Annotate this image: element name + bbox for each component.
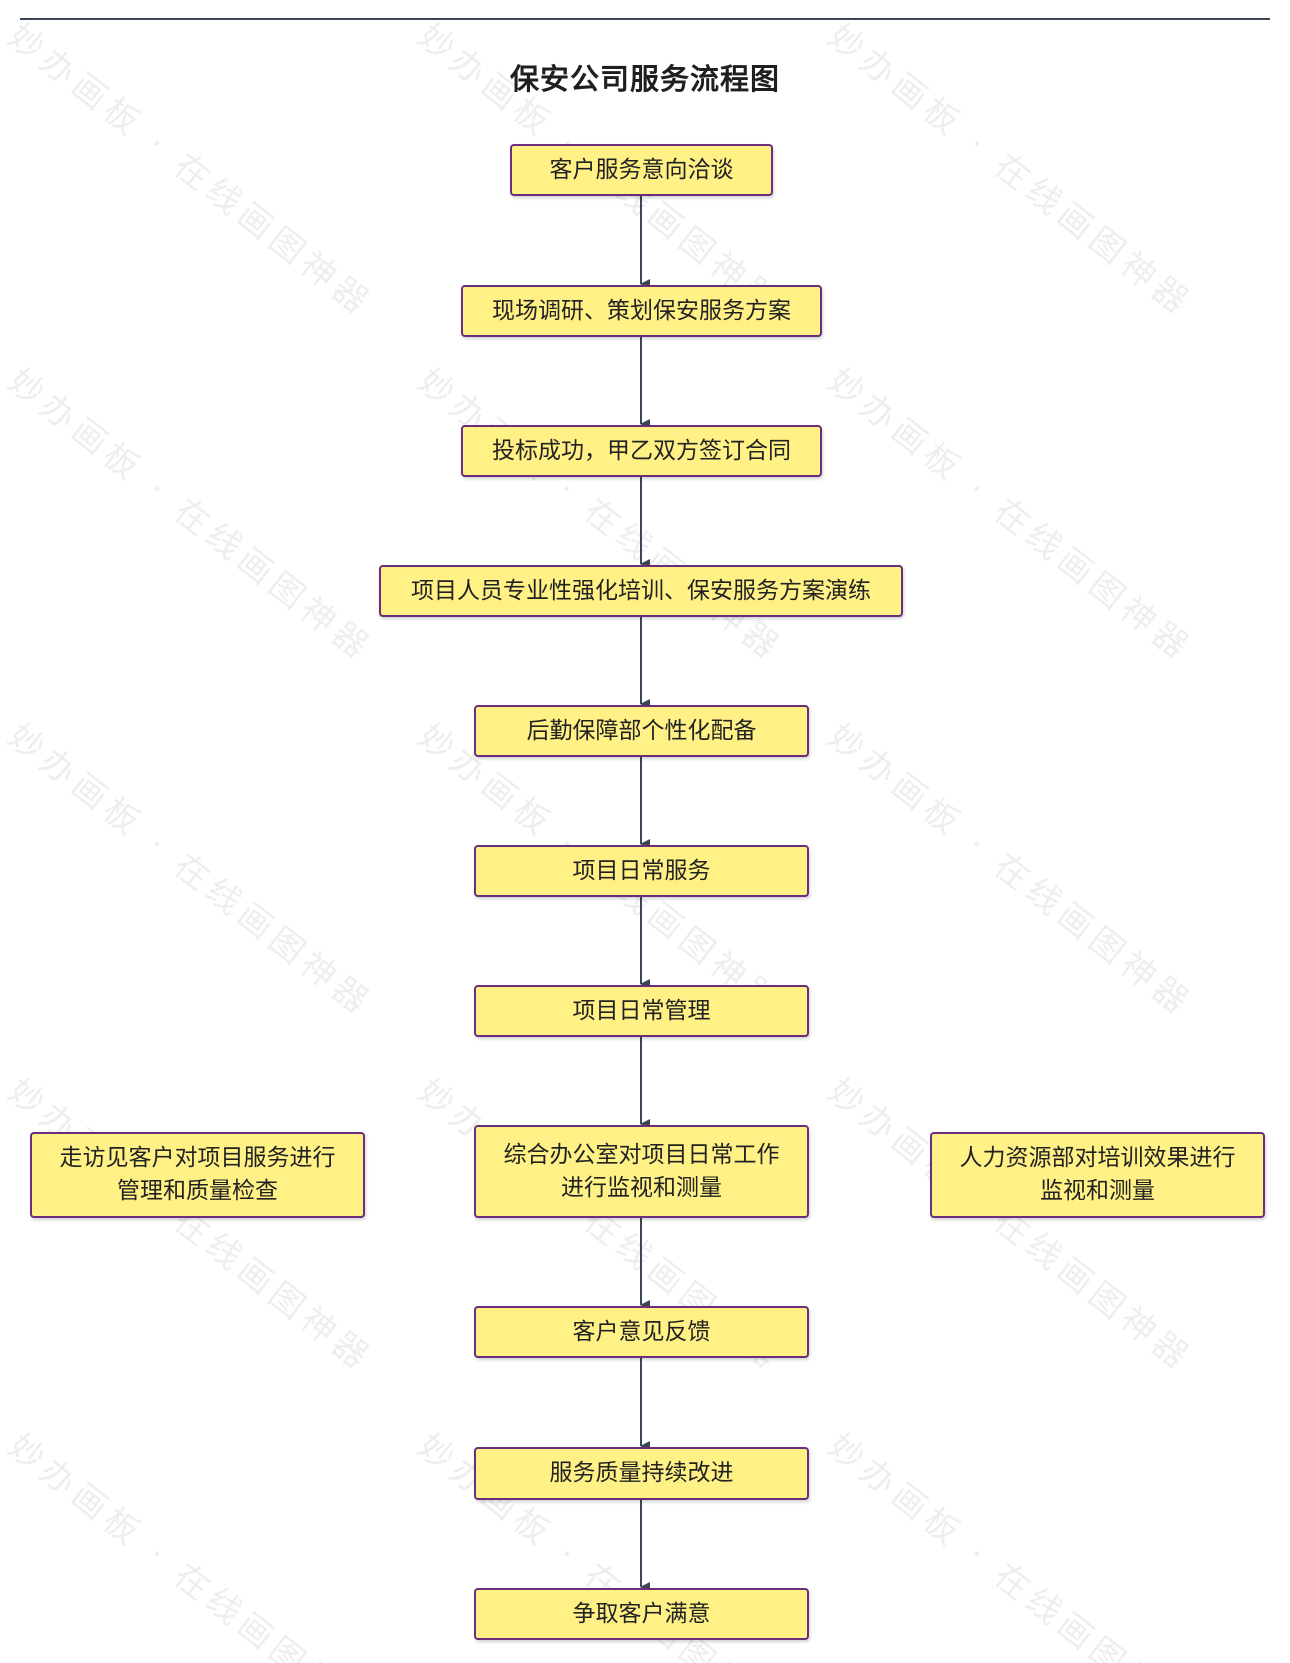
node-label: 现场调研、策划保安服务方案 bbox=[492, 297, 791, 324]
diagram-title: 保安公司服务流程图 bbox=[509, 62, 780, 96]
node-label: 服务质量持续改进 bbox=[549, 1460, 734, 1486]
node-label-group: 走访见客户对项目服务进行 管理和质量检查 bbox=[60, 1142, 336, 1208]
node-customer-feedback[interactable]: 客户意见反馈 bbox=[474, 1306, 809, 1358]
node-logistics-support[interactable]: 后勤保障部个性化配备 bbox=[474, 705, 809, 757]
node-label: 争取客户满意 bbox=[572, 1600, 711, 1627]
node-label-line2: 进行监视和测量 bbox=[561, 1174, 722, 1201]
node-label-line1: 人力资源部对培训效果进行 bbox=[959, 1145, 1236, 1171]
node-customer-visit-check[interactable]: 走访见客户对项目服务进行 管理和质量检查 bbox=[30, 1132, 365, 1218]
node-label-line1: 综合办公室对项目日常工作 bbox=[503, 1141, 780, 1168]
node-label: 项目人员专业性强化培训、保安服务方案演练 bbox=[411, 577, 871, 604]
node-label: 投标成功，甲乙双方签订合同 bbox=[492, 437, 791, 464]
node-customer-satisfaction[interactable]: 争取客户满意 bbox=[474, 1588, 809, 1640]
node-label: 项目日常管理 bbox=[572, 997, 711, 1024]
node-bid-contract[interactable]: 投标成功，甲乙双方签订合同 bbox=[461, 425, 822, 477]
node-label: 客户意见反馈 bbox=[572, 1318, 711, 1345]
node-label: 项目日常服务 bbox=[572, 857, 711, 884]
node-label-group: 人力资源部对培训效果进行 监视和测量 bbox=[960, 1142, 1236, 1208]
node-label-group: 综合办公室对项目日常工作 进行监视和测量 bbox=[504, 1139, 780, 1205]
node-office-monitoring[interactable]: 综合办公室对项目日常工作 进行监视和测量 bbox=[474, 1125, 809, 1218]
node-site-survey-plan[interactable]: 现场调研、策划保安服务方案 bbox=[461, 285, 822, 337]
node-daily-management[interactable]: 项目日常管理 bbox=[474, 985, 809, 1037]
node-customer-intent-talk[interactable]: 客户服务意向洽谈 bbox=[510, 144, 773, 196]
node-label: 后勤保障部个性化配备 bbox=[526, 717, 757, 744]
node-staff-training[interactable]: 项目人员专业性强化培训、保安服务方案演练 bbox=[379, 565, 903, 617]
node-label-line1: 走访见客户对项目服务进行 bbox=[59, 1145, 336, 1171]
node-label-line2: 管理和质量检查 bbox=[117, 1178, 278, 1204]
node-label-line2: 监视和测量 bbox=[1040, 1178, 1155, 1204]
top-divider bbox=[20, 18, 1270, 20]
node-daily-service[interactable]: 项目日常服务 bbox=[474, 845, 809, 897]
node-label: 客户服务意向洽谈 bbox=[549, 156, 734, 183]
node-hr-training-monitoring[interactable]: 人力资源部对培训效果进行 监视和测量 bbox=[930, 1132, 1265, 1218]
node-continuous-improvement[interactable]: 服务质量持续改进 bbox=[474, 1447, 809, 1500]
